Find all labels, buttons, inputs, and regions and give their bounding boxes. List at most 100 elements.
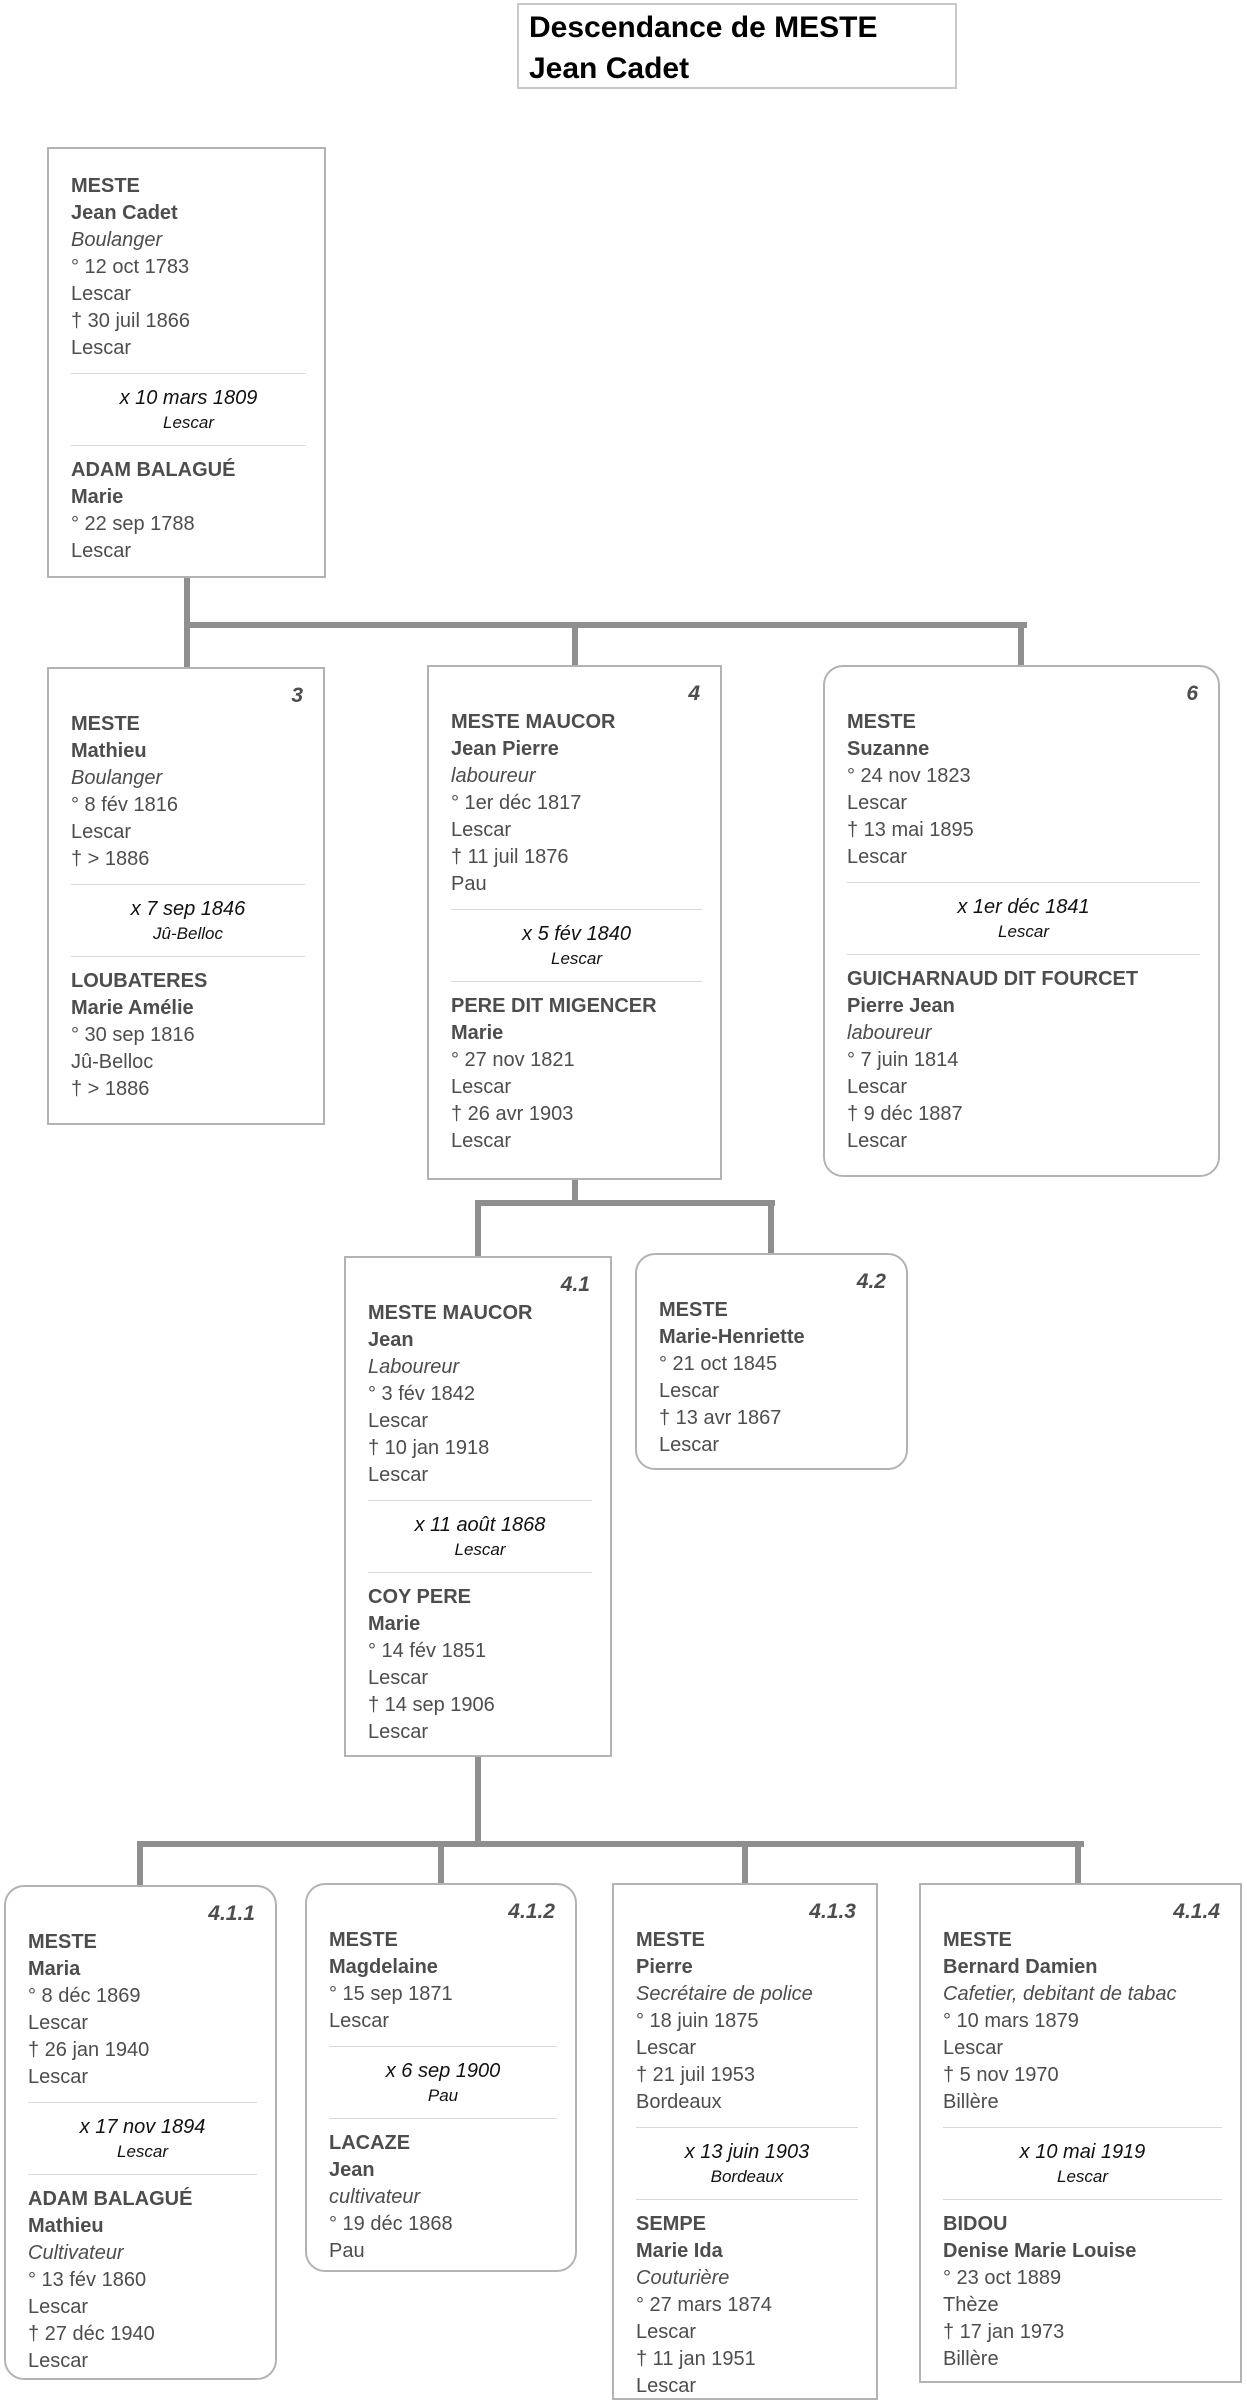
spouse-given-name: Marie [451,1022,504,1044]
birth-place: Lescar [71,821,132,843]
separator [847,954,1200,955]
person-box-4-1-1[interactable]: 4.1.1 MESTE Maria ° 8 déc 1869 Lescar † … [4,1885,277,2380]
given-name: Pierre [636,1956,693,1978]
spouse-death-place: Lescar [636,2375,697,2397]
descendant-number: 4.1.1 [208,1902,255,1925]
given-name: Marie-Henriette [659,1326,805,1348]
person-box-6[interactable]: 6 MESTE Suzanne ° 24 nov 1823 Lescar † 1… [823,665,1220,1177]
spouse-surname: ADAM BALAGUÉ [71,459,236,481]
profession: Laboureur [368,1356,460,1378]
marriage-place: Jû-Belloc [153,924,223,943]
person-box-4-1-4[interactable]: 4.1.4 MESTE Bernard Damien Cafetier, deb… [919,1883,1242,2383]
spouse-birth-place: Lescar [451,1076,512,1098]
person-box-4-1[interactable]: 4.1 MESTE MAUCOR Jean Laboureur ° 3 fév … [344,1256,612,1757]
descendant-number: 4.2 [856,1270,886,1293]
connector-gen2-bus [475,1200,775,1206]
separator [943,2199,1222,2200]
spouse-given-name: Mathieu [28,2215,104,2237]
marriage-place: Lescar [116,2142,169,2161]
spouse-surname: SEMPE [636,2213,707,2235]
descendant-number: 4.1.4 [1173,1900,1220,1923]
death-date: † 21 juil 1953 [636,2064,755,2086]
separator [451,909,702,910]
given-name: Maria [28,1958,81,1980]
person-box-4-1-2[interactable]: 4.1.2 MESTE Magdelaine ° 15 sep 1871 Les… [305,1883,577,2272]
profession: Secrétaire de police [636,1983,813,2005]
profession: Cafetier, debitant de tabac [943,1983,1177,2005]
spouse-given-name: Denise Marie Louise [943,2240,1137,2262]
marriage-info: x 11 août 1868 Lescar [368,1512,592,1561]
connector-drop-41 [475,1204,481,1256]
spouse-birth-date: ° 22 sep 1788 [71,513,195,535]
birth-date: ° 8 déc 1869 [28,1985,141,2007]
spouse-death-place: Billère [943,2348,999,2370]
marriage-date: x 6 sep 1900 [385,2060,501,2082]
death-place: Lescar [368,1464,429,1486]
birth-date: ° 3 fév 1842 [368,1383,475,1405]
separator [943,2127,1222,2128]
given-name: Jean Pierre [451,738,559,760]
surname: MESTE [943,1929,1012,1951]
death-date: † 5 nov 1970 [943,2064,1059,2086]
separator [368,1500,592,1501]
separator [71,445,306,446]
death-date: † 11 juil 1876 [451,846,569,868]
marriage-info: x 1er déc 1841 Lescar [847,894,1200,943]
person-box-4-1-3[interactable]: 4.1.3 MESTE Pierre Secrétaire de police … [612,1883,878,2400]
spouse-death-date: † 9 déc 1887 [847,1103,963,1125]
marriage-place: Lescar [162,413,215,432]
surname: MESTE [847,711,916,733]
separator [28,2102,257,2103]
spouse-surname: COY PERE [368,1586,471,1608]
spouse-birth-place: Lescar [368,1667,429,1689]
marriage-place: Pau [427,2086,459,2105]
given-name: Magdelaine [329,1956,438,1978]
marriage-date: x 10 mai 1919 [1019,2141,1146,2163]
descendant-number: 4.1 [560,1273,590,1296]
surname: MESTE [636,1929,705,1951]
death-date: † > 1886 [71,848,150,870]
person-box-4-2[interactable]: 4.2 MESTE Marie-Henriette ° 21 oct 1845 … [635,1253,908,1470]
marriage-date: x 13 juin 1903 [684,2141,810,2163]
birth-date: ° 12 oct 1783 [71,256,190,278]
connector-4-down [572,1180,578,1206]
death-date: † 26 jan 1940 [28,2039,150,2061]
surname: MESTE [659,1299,728,1321]
spouse-birth-place: Jû-Belloc [71,1051,154,1073]
marriage-info: x 6 sep 1900 Pau [329,2058,557,2107]
chart-title-line2: Jean Cadet [529,52,690,85]
separator [71,956,305,957]
person-box-3[interactable]: 3 MESTE Mathieu Boulanger ° 8 fév 1816 L… [47,667,325,1125]
spouse-death-place: Lescar [368,1721,429,1743]
spouse-death-date: † > 1886 [71,1078,150,1100]
descendant-number: 4.1.3 [809,1900,856,1923]
spouse-profession: Couturière [636,2267,730,2289]
separator [329,2046,557,2047]
marriage-date: x 7 sep 1846 [130,898,246,920]
spouse-given-name: Pierre Jean [847,995,955,1017]
death-date: † 10 jan 1918 [368,1437,490,1459]
chart-title-line1: Descendance de MESTE [529,11,878,44]
birth-place: Lescar [659,1380,720,1402]
death-place: Lescar [847,846,908,868]
marriage-info: x 10 mai 1919 Lescar [943,2139,1222,2188]
marriage-date: x 11 août 1868 [414,1514,546,1536]
connector-gen1-bus [184,622,1027,628]
person-box-root[interactable]: MESTE Jean Cadet Boulanger ° 12 oct 1783… [47,147,326,578]
person-box-4[interactable]: 4 MESTE MAUCOR Jean Pierre laboureur ° 1… [427,665,722,1180]
spouse-birth-date: ° 23 oct 1889 [943,2267,1062,2289]
spouse-birth-date: ° 14 fév 1851 [368,1640,487,1662]
connector-41-down [475,1757,481,1847]
spouse-death-date: † 11 jan 1951 [636,2348,756,2370]
connector-drop-413 [742,1845,748,1883]
given-name: Jean [368,1329,414,1351]
birth-place: Lescar [943,2037,1004,2059]
birth-place: Lescar [28,2012,89,2034]
birth-date: ° 8 fév 1816 [71,794,178,816]
connector-gen3-bus [137,1841,1084,1847]
spouse-birth-date: ° 7 juin 1814 [847,1049,959,1071]
spouse-death-date: † 17 jan 1973 [943,2321,1065,2343]
separator [847,882,1200,883]
profession: laboureur [451,765,536,787]
marriage-info: x 17 nov 1894 Lescar [28,2114,257,2163]
